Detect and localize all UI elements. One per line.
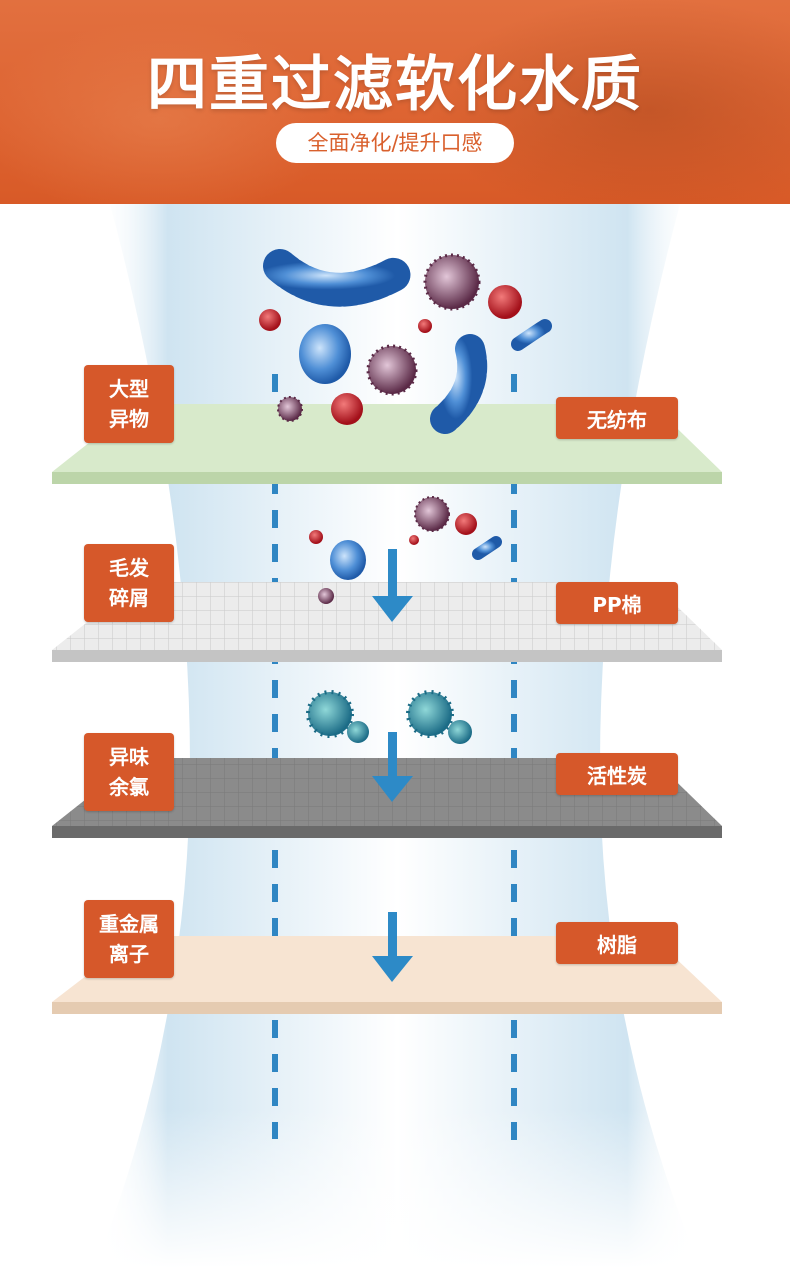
label-hair-debris: 毛发 碎屑: [84, 544, 174, 622]
arrow-down-icon-2: [372, 732, 413, 802]
label-odor-chlorine: 异味 余氯: [84, 733, 174, 811]
large-particles: [259, 249, 552, 434]
hair-particles: [309, 496, 502, 604]
arrow-down-icon-1: [372, 549, 413, 622]
label-text: 重金属 离子: [99, 912, 159, 966]
label-text: 异味 余氯: [109, 745, 149, 799]
label-activated-carbon: 活性炭: [556, 753, 678, 795]
filter-diagram: 大型 异物 毛发 碎屑 异味 余氯 重金属 离子 无纺布 PP棉 活性炭 树脂: [0, 204, 790, 1268]
label-text: 大型 异物: [109, 377, 149, 431]
page-title: 四重过滤软化水质: [147, 50, 643, 120]
label-nonwoven: 无纺布: [556, 397, 678, 439]
label-text: 毛发 碎屑: [109, 556, 149, 610]
layer-pp-cotton: [52, 582, 722, 662]
subtitle-pill: 全面净化/提升口感: [276, 123, 514, 163]
virus-particles: [306, 690, 472, 744]
label-large-debris: 大型 异物: [84, 365, 174, 443]
label-heavy-metal: 重金属 离子: [84, 900, 174, 978]
arrow-down-icon-3: [372, 912, 413, 982]
label-resin: 树脂: [556, 922, 678, 964]
header-banner: 四重过滤软化水质 全面净化/提升口感: [0, 0, 790, 204]
filter-illustration: [52, 204, 722, 1268]
label-pp-cotton: PP棉: [556, 582, 678, 624]
layer-nonwoven: [52, 404, 722, 484]
